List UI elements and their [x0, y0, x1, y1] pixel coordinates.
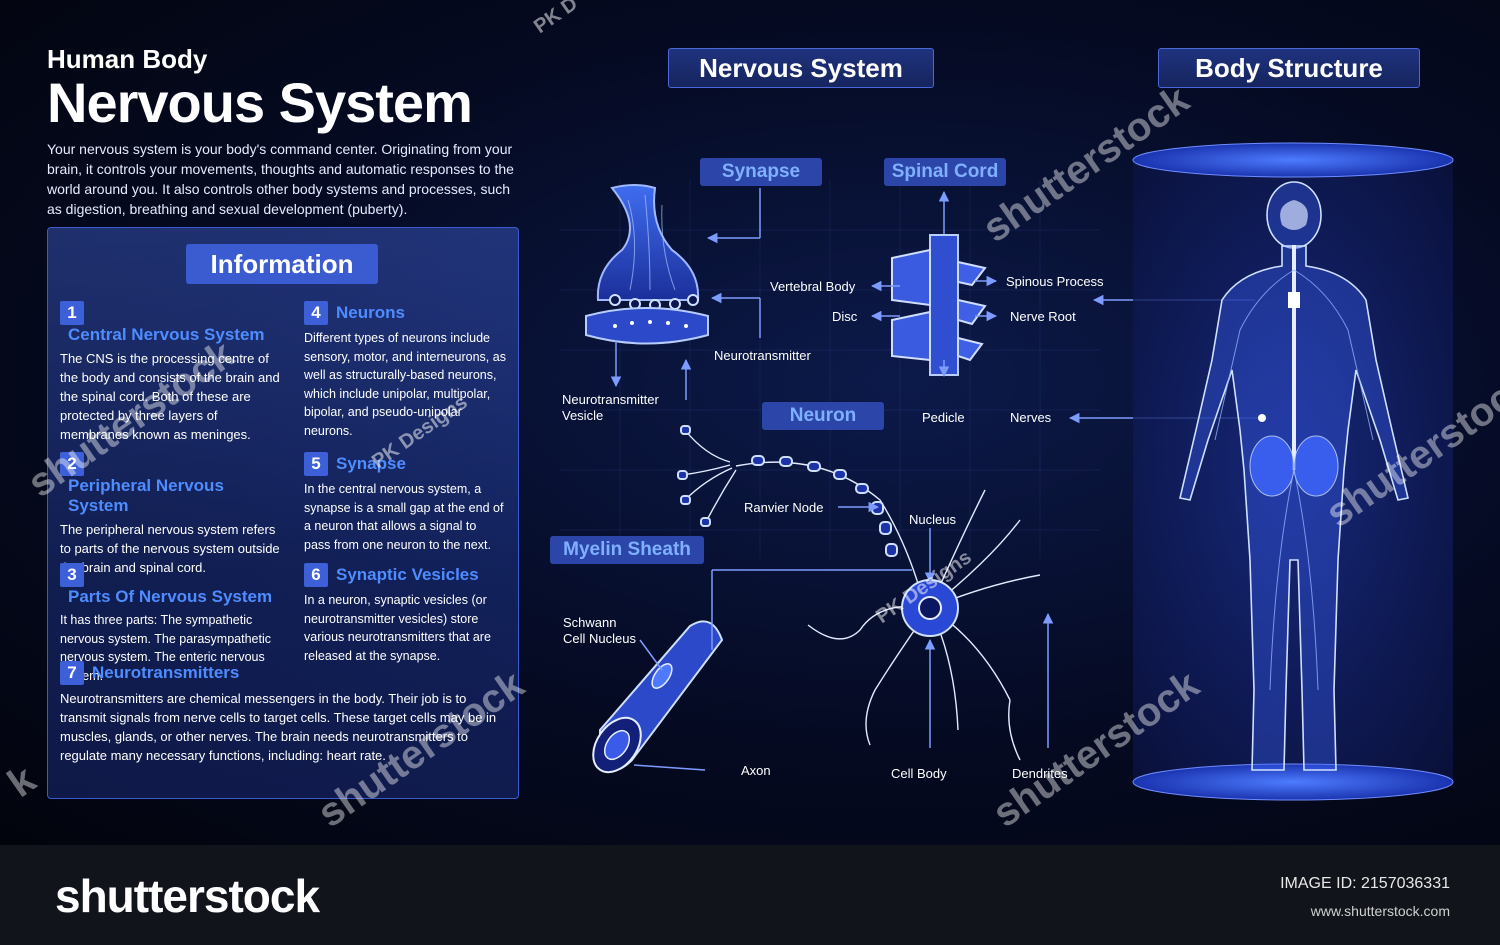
footer-image-id: IMAGE ID: 2157036331 — [1280, 875, 1450, 892]
intro-paragraph: Your nervous system is your body's comma… — [47, 141, 514, 217]
item-heading: Synapse — [336, 454, 406, 473]
info-item-neurons: 4 Neurons Different types of neurons incl… — [304, 301, 506, 440]
synapse-illustration — [585, 184, 761, 400]
body-structure-illustration — [1132, 142, 1454, 801]
label-cell-body: Cell Body — [891, 766, 947, 781]
information-panel — [47, 227, 519, 799]
label-schwann-line2: Cell Nucleus — [563, 631, 636, 646]
label-nucleus: Nucleus — [909, 512, 956, 527]
myelin-sheath-illustration — [592, 569, 912, 774]
footer-bar: shutterstock IMAGE ID: 2157036331 www.sh… — [0, 845, 1500, 945]
anatomy-diagram — [585, 142, 1454, 801]
section-nervous-system: Nervous System — [668, 48, 934, 88]
label-spinous-process: Spinous Process — [1006, 274, 1104, 289]
spinal-cord-illustration — [870, 190, 1262, 424]
item-text: The CNS is the processing centre of the … — [60, 351, 280, 442]
info-item-parts-of-nervous-system: 3Parts Of Nervous System It has three pa… — [60, 563, 285, 685]
label-neurotransmitter-vesicle-line1: Neurotransmitter — [562, 392, 659, 407]
item-heading: Neurotransmitters — [92, 663, 240, 682]
label-pedicle: Pedicle — [922, 410, 965, 425]
label-dendrites: Dendrites — [1012, 766, 1068, 781]
subsection-spinal-cord: Spinal Cord — [884, 158, 1006, 186]
item-number: 4 — [304, 301, 328, 325]
label-schwann-line1: Schwann — [563, 615, 617, 630]
item-text: In the central nervous system, a synapse… — [304, 482, 504, 552]
info-item-synapse: 5 Synapse In the central nervous system, … — [304, 452, 506, 554]
label-axon: Axon — [741, 763, 771, 778]
neuron-illustration — [681, 429, 1041, 761]
info-item-peripheral-nervous-system: 2Peripheral Nervous System The periphera… — [60, 452, 285, 577]
item-number: 2 — [60, 452, 84, 476]
label-neurotransmitter-vesicle-line2: Vesicle — [562, 408, 604, 423]
item-text: It has three parts: The sympathetic nerv… — [60, 613, 271, 683]
item-heading: Peripheral Nervous System — [68, 476, 224, 515]
item-number: 5 — [304, 452, 328, 476]
item-text: Neurotransmitters are chemical messenger… — [60, 691, 497, 763]
section-body-structure: Body Structure — [1158, 48, 1420, 88]
footer-logo: shutterstock — [55, 870, 320, 922]
item-heading: Parts Of Nervous System — [68, 587, 273, 606]
item-number: 6 — [304, 563, 328, 587]
label-ranvier-node: Ranvier Node — [744, 500, 824, 515]
subsection-neuron: Neuron — [762, 402, 884, 430]
label-vertebral-body: Vertebral Body — [770, 279, 856, 294]
label-disc: Disc — [832, 309, 858, 324]
label-nerves: Nerves — [1010, 410, 1052, 425]
item-heading: Central Nervous System — [68, 325, 265, 344]
subsection-myelin-sheath: Myelin Sheath — [550, 536, 704, 564]
item-text: Different types of neurons include senso… — [304, 331, 506, 438]
info-item-neurotransmitters: 7 Neurotransmitters Neurotransmitters are… — [60, 661, 500, 765]
item-text: In a neuron, synaptic vesicles (or neuro… — [304, 593, 491, 663]
item-number: 7 — [60, 661, 84, 685]
item-heading: Neurons — [336, 303, 405, 322]
page-title: Nervous System — [47, 71, 473, 134]
neuron-cell-body — [901, 579, 959, 637]
item-heading: Synaptic Vesicles — [336, 565, 479, 584]
page-subtitle: Human Body — [47, 44, 208, 74]
item-number: 3 — [60, 563, 84, 587]
infographic-canvas: Human Body Nervous System Your nervous s… — [0, 0, 1500, 845]
info-item-central-nervous-system: 1Central Nervous System The CNS is the p… — [60, 301, 285, 444]
item-text: The peripheral nervous system refers to … — [60, 522, 280, 575]
footer-url: www.shutterstock.com — [1310, 903, 1450, 919]
axon-myelin-segments — [677, 425, 898, 557]
label-nerve-root: Nerve Root — [1010, 309, 1076, 324]
subsection-synapse: Synapse — [700, 158, 822, 186]
item-number: 1 — [60, 301, 84, 325]
info-item-synaptic-vesicles: 6 Synaptic Vesicles In a neuron, synaptic… — [304, 563, 506, 665]
label-neurotransmitter: Neurotransmitter — [714, 348, 811, 363]
information-title: Information — [186, 244, 378, 284]
